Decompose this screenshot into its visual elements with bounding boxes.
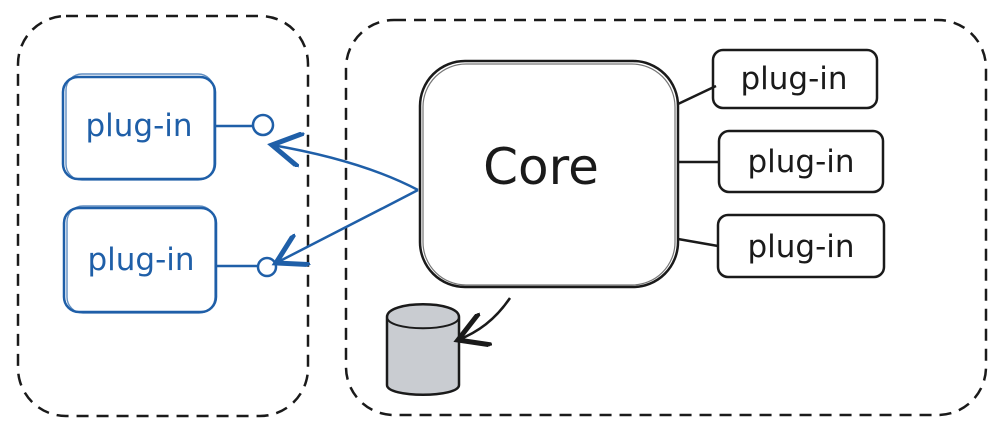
internal-plugin-label: plug-in	[747, 229, 854, 265]
core-box[interactable]: Core	[418, 59, 680, 289]
internal-plugin-3[interactable]: plug-in	[716, 213, 886, 279]
core-to-plugin-2-arrow	[276, 188, 419, 263]
core-to-internal-plugin-1-line	[677, 84, 717, 106]
database-icon[interactable]	[385, 303, 461, 396]
external-plugin-label: plug-in	[87, 242, 194, 278]
plugin-1-socket	[251, 113, 275, 137]
core-to-plugin-1-arrow	[272, 145, 419, 192]
external-plugin-2[interactable]: plug-in	[62, 205, 218, 314]
internal-plugin-2[interactable]: plug-in	[717, 129, 885, 194]
core-label: Core	[483, 138, 599, 196]
system-boundary	[344, 18, 988, 417]
internal-plugin-1[interactable]: plug-in	[711, 48, 879, 110]
core-to-database-arrow	[458, 297, 512, 340]
core-to-internal-plugin-3-line	[677, 237, 719, 248]
internal-plugin-label: plug-in	[740, 61, 847, 97]
plugin-2-socket	[256, 256, 278, 278]
external-boundary	[16, 14, 310, 418]
external-plugin-label: plug-in	[85, 108, 192, 144]
internal-plugin-label: plug-in	[747, 144, 854, 180]
external-plugin-1[interactable]: plug-in	[61, 73, 217, 181]
